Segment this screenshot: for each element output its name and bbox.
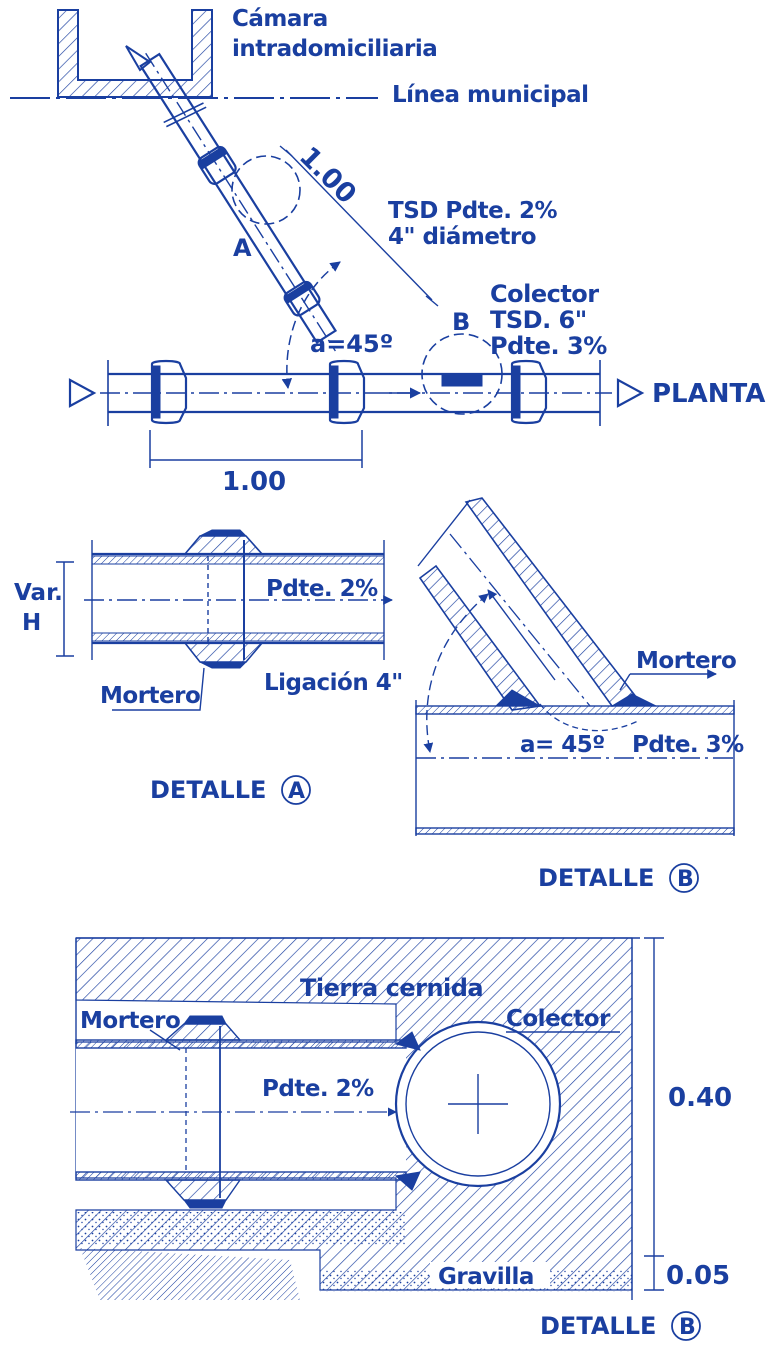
detail-a-ligation-label: Ligación 4" bbox=[264, 670, 403, 696]
detail-b-section: Tierra cernida Colector Mortero Pdte. 2%… bbox=[70, 937, 732, 1341]
detail-b-section-title-letter: B bbox=[679, 1315, 696, 1340]
detail-b-section-title-circle bbox=[671, 1311, 701, 1341]
collector-pipe-plan bbox=[100, 359, 612, 426]
detail-b-title-letter: B bbox=[677, 867, 694, 892]
detail-a-var-label-2: H bbox=[22, 610, 41, 636]
detail-a-title-circle bbox=[281, 775, 311, 805]
detail-a-slope-label: Pdte. 2% bbox=[266, 576, 378, 602]
detail-a-var-label-1: Var. bbox=[14, 580, 63, 606]
plan-view: 1.00 A Cámara intradomiciliaria Línea mu… bbox=[10, 6, 765, 497]
detail-b-angle-label: a= 45º bbox=[520, 732, 605, 758]
section-collector-label: Colector bbox=[506, 1006, 611, 1032]
branch-length-label: 1.00 bbox=[293, 141, 362, 210]
collector-label-3: Pdte. 3% bbox=[490, 332, 607, 360]
detail-b-marker-circle bbox=[421, 333, 503, 415]
marker-b-label: B bbox=[452, 308, 470, 336]
detail-a: Var. H Pdte. 2% Mortero Ligación 4" DETA… bbox=[14, 529, 403, 805]
outflow-arrow-icon bbox=[616, 378, 645, 408]
plan-view-label: PLANTA bbox=[652, 379, 765, 409]
municipal-line-label: Línea municipal bbox=[392, 82, 589, 108]
detail-b-angle-arc bbox=[423, 593, 489, 753]
plan-angle-label: a=45º bbox=[310, 330, 393, 358]
branch-pipe-label-1: TSD Pdte. 2% bbox=[388, 198, 558, 224]
detail-b-title-circle bbox=[669, 863, 699, 893]
collector-label-2: TSD. 6" bbox=[490, 306, 587, 334]
detail-b-plan: Mortero a= 45º Pdte. 3% DETALLE B bbox=[415, 497, 745, 893]
collector-label-1: Colector bbox=[490, 280, 599, 308]
detail-b-mortar-label: Mortero bbox=[636, 648, 736, 674]
dim-top-label: 0.40 bbox=[668, 1083, 732, 1113]
branch-pipe-label-2: 4" diámetro bbox=[388, 224, 536, 250]
camera-label-1: Cámara bbox=[232, 6, 328, 32]
soil-label: Tierra cernida bbox=[300, 974, 483, 1002]
marker-a-label: A bbox=[233, 234, 252, 262]
section-slope-label: Pdte. 2% bbox=[262, 1076, 374, 1102]
dim-bottom-label: 0.05 bbox=[666, 1261, 730, 1291]
detail-b-slope-label: Pdte. 3% bbox=[632, 732, 744, 758]
angle-arc bbox=[281, 261, 341, 390]
inflow-arrow-icon bbox=[68, 378, 97, 408]
camera-marker-icon bbox=[125, 45, 152, 72]
detail-a-mortar-label: Mortero bbox=[100, 683, 200, 709]
camera-label-2: intradomiciliaria bbox=[232, 36, 437, 62]
detail-a-title: DETALLE bbox=[150, 776, 266, 804]
detail-a-marker-circle bbox=[231, 155, 301, 225]
detail-b-title: DETALLE bbox=[538, 864, 654, 892]
detail-a-title-letter: A bbox=[288, 779, 305, 804]
detail-b-section-title: DETALLE bbox=[540, 1312, 656, 1340]
inspection-chamber bbox=[57, 9, 213, 98]
segment-length-label: 1.00 bbox=[222, 467, 286, 497]
segment-dimension bbox=[149, 430, 363, 468]
section-mortar-label: Mortero bbox=[80, 1008, 180, 1034]
branch-dimension bbox=[279, 145, 439, 307]
gravel-label: Gravilla bbox=[438, 1264, 534, 1290]
